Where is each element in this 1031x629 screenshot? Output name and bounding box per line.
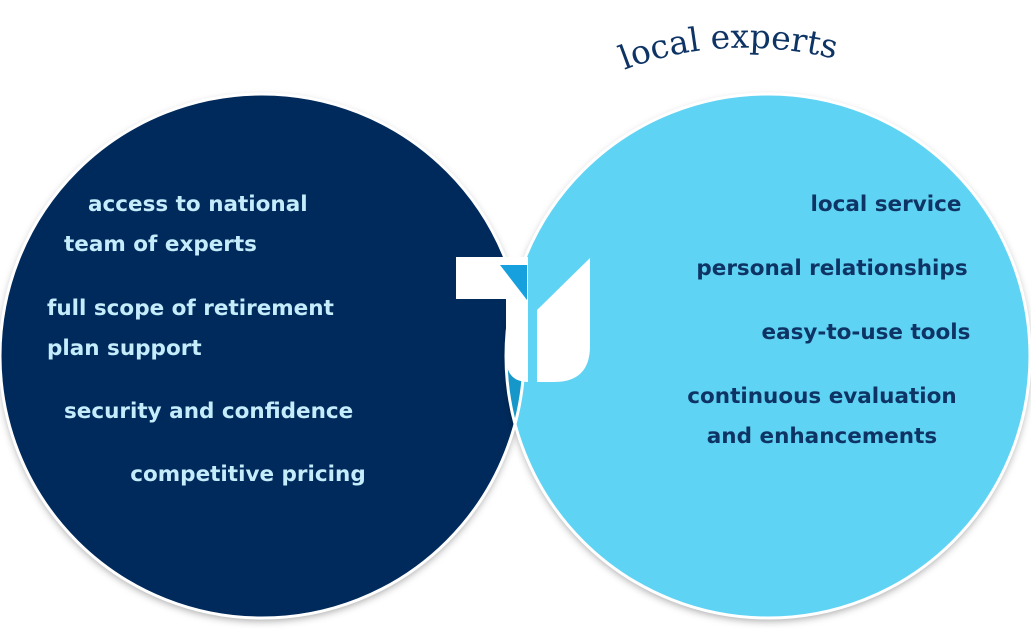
benefit-line: full scope of retirement [47,296,334,321]
benefit-line: continuous evaluation [687,384,956,409]
national-network-benefits: access to national team of experts full … [47,192,366,487]
benefit-line: access to national [88,192,308,217]
national-network-circle [0,94,524,618]
benefit-line: personal relationships [696,256,967,281]
benefit-line: plan support [47,336,202,361]
benefit-line: competitive pricing [130,462,365,487]
benefit-line: easy-to-use tools [762,320,971,345]
brand-logo-icon [456,257,590,382]
benefit-line: team of experts [64,232,257,257]
national-network-title: national network [170,31,468,96]
benefit-line: local service [811,192,962,217]
local-experts-benefits: local service personal relationships eas… [687,192,970,449]
local-experts-title: local experts [614,17,842,78]
local-experts-circle [506,94,1030,618]
benefit-line: and enhancements [707,424,937,449]
benefit-line: security and confidence [64,399,353,424]
